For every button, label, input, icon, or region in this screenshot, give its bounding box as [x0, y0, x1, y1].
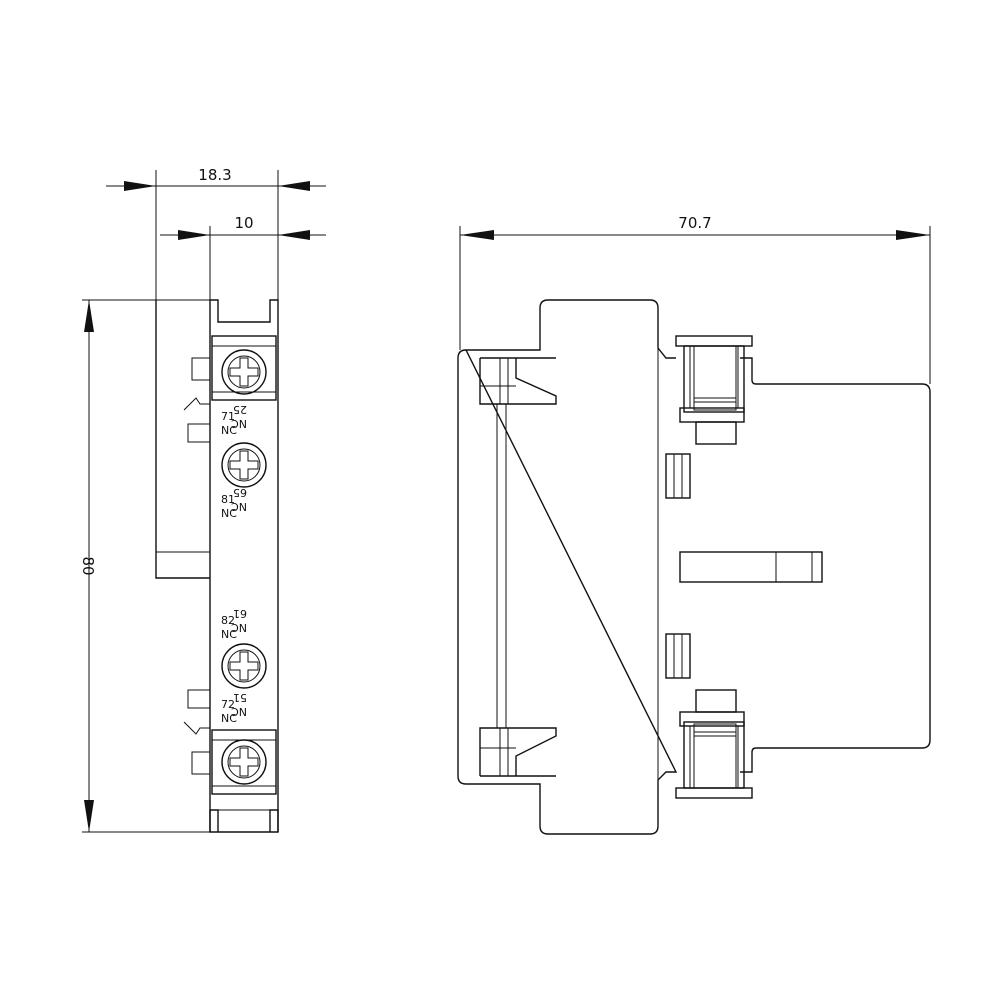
terminal-type-81: NC [221, 507, 237, 520]
terminal-type-82: NC [221, 628, 237, 641]
screw-3 [221, 643, 267, 689]
side-tab-upper-mid [187, 423, 211, 443]
side-tab-top [191, 357, 211, 381]
side-tab-lower-mid [187, 689, 211, 709]
terminal-type-25: NC [231, 417, 247, 430]
front-view [457, 299, 931, 835]
terminal-block-4 [211, 729, 277, 795]
vent-slot-bottom [665, 633, 691, 679]
dimension-70-7: 70.7 [459, 214, 931, 384]
front-housing-outline [457, 299, 931, 835]
connector-bottom [675, 689, 753, 799]
terminal-label-82: 82 [221, 614, 235, 627]
dimension-label-18-3: 18.3 [198, 166, 231, 184]
terminal-block-1 [211, 335, 277, 401]
side-rear-flange [155, 300, 210, 579]
dimension-label-80: 80 [79, 556, 97, 575]
side-latch-bottom [183, 721, 210, 735]
terminal-label-71: 71 [221, 410, 235, 423]
terminal-label-25: 25 [233, 403, 247, 416]
side-latch-top [183, 397, 210, 411]
terminal-label-61: 61 [233, 607, 247, 620]
dimension-label-70-7: 70.7 [678, 214, 711, 232]
terminal-label-81: 81 [221, 493, 235, 506]
terminal-label-72: 72 [221, 698, 235, 711]
rail-clip-top [479, 357, 557, 405]
dimension-80: 80 [79, 299, 210, 833]
side-bottom-notches [209, 809, 279, 832]
screw-1 [221, 349, 267, 395]
terminal-type-71: NC [221, 424, 237, 437]
dimension-18-3: 18.3 [106, 166, 326, 300]
screw-4 [221, 739, 267, 785]
side-tab-bottom [191, 751, 211, 775]
dimension-10: 10 [160, 214, 326, 300]
dimension-label-10: 10 [234, 214, 253, 232]
connector-top [675, 335, 753, 445]
screw-2 [221, 442, 267, 488]
side-housing-outline [209, 299, 279, 833]
terminal-label-65: 65 [233, 486, 247, 499]
vent-slot-top [665, 453, 691, 499]
terminal-type-65: NC [231, 500, 247, 513]
terminal-type-72: NC [221, 712, 237, 725]
rail-clip-bottom [479, 727, 557, 777]
center-slider [679, 551, 823, 583]
terminal-type-61: NC [231, 621, 247, 634]
terminal-label-51: 51 [233, 691, 247, 704]
terminal-type-51: NC [231, 705, 247, 718]
side-view: 71 NC NC 25 81 NC NC 65 82 NC NC 61 72 N… [155, 299, 279, 833]
